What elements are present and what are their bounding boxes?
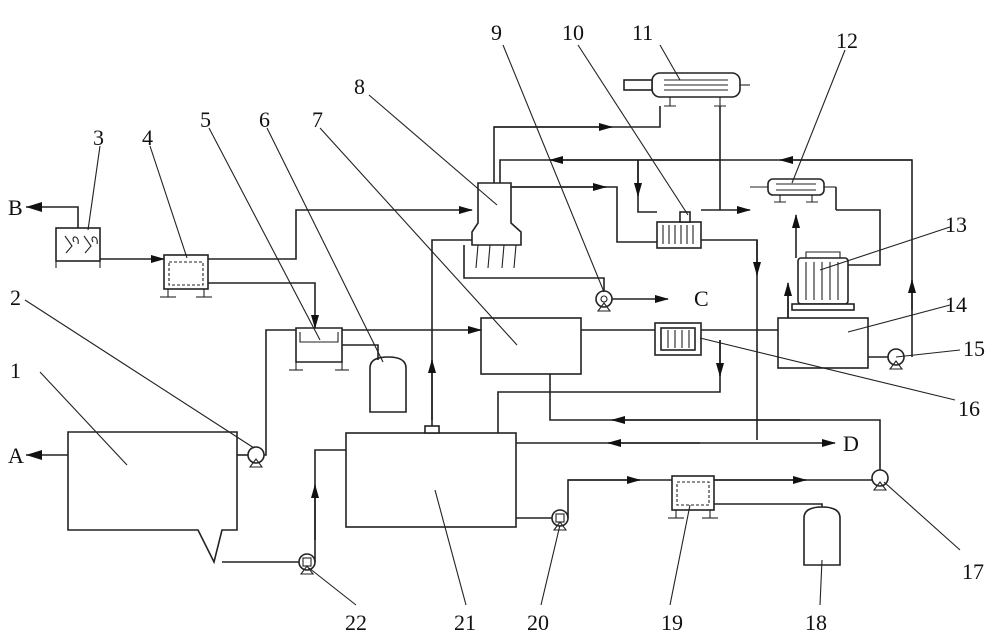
equipment-9-blower (595, 290, 613, 312)
stream-d-label: D (843, 431, 859, 456)
label-10: 10 (562, 20, 584, 45)
label-17: 17 (962, 559, 984, 584)
stream-a-label: A (8, 443, 24, 468)
stream-b-label: B (8, 195, 23, 220)
equipment-4-filter (160, 254, 212, 298)
label-12: 12 (836, 28, 858, 53)
label-21: 21 (454, 610, 476, 635)
label-13: 13 (945, 212, 967, 237)
equipment-13-compressor (791, 251, 855, 311)
equipment-16-filter-press (654, 322, 702, 356)
label-6: 6 (259, 107, 270, 132)
label-22: 22 (345, 610, 367, 635)
equipment-6-storage-tank (369, 356, 407, 413)
label-1: 1 (10, 358, 21, 383)
label-18: 18 (805, 610, 827, 635)
equipment-18-product-tank (803, 506, 841, 566)
stream-c-label: C (694, 286, 709, 311)
equipment-1-tank (67, 431, 238, 565)
equipment-21-tank (345, 425, 517, 528)
equipment-19-filter (668, 475, 718, 519)
label-8: 8 (354, 74, 365, 99)
label-14: 14 (945, 292, 967, 317)
label-3: 3 (93, 125, 104, 150)
label-7: 7 (312, 107, 323, 132)
equipment-15-pump (887, 348, 905, 370)
label-20: 20 (527, 610, 549, 635)
inlet-a-arrow (26, 450, 42, 460)
piping (26, 106, 916, 563)
label-2: 2 (10, 285, 21, 310)
equipment-10-bag-filter (656, 211, 702, 249)
inlet-b-arrow (26, 202, 42, 212)
label-9: 9 (491, 20, 502, 45)
label-4: 4 (142, 125, 153, 150)
equipment-2-pump (247, 446, 265, 468)
label-19: 19 (661, 610, 683, 635)
equipment-11-heat-exchanger (623, 72, 750, 107)
label-5: 5 (200, 107, 211, 132)
equipment-3-crusher (55, 227, 101, 268)
equipment-14-tank (777, 317, 869, 369)
equipment-12-heat-exchanger (750, 178, 836, 203)
label-11: 11 (632, 20, 653, 45)
equipment-17-pump (871, 469, 889, 491)
equipment-7-reactor (480, 317, 582, 375)
label-15: 15 (963, 336, 985, 361)
equipment-5-basin (289, 327, 349, 371)
leader-lines (24, 44, 961, 606)
label-16: 16 (958, 396, 980, 421)
equipment-8-tower (471, 182, 522, 269)
